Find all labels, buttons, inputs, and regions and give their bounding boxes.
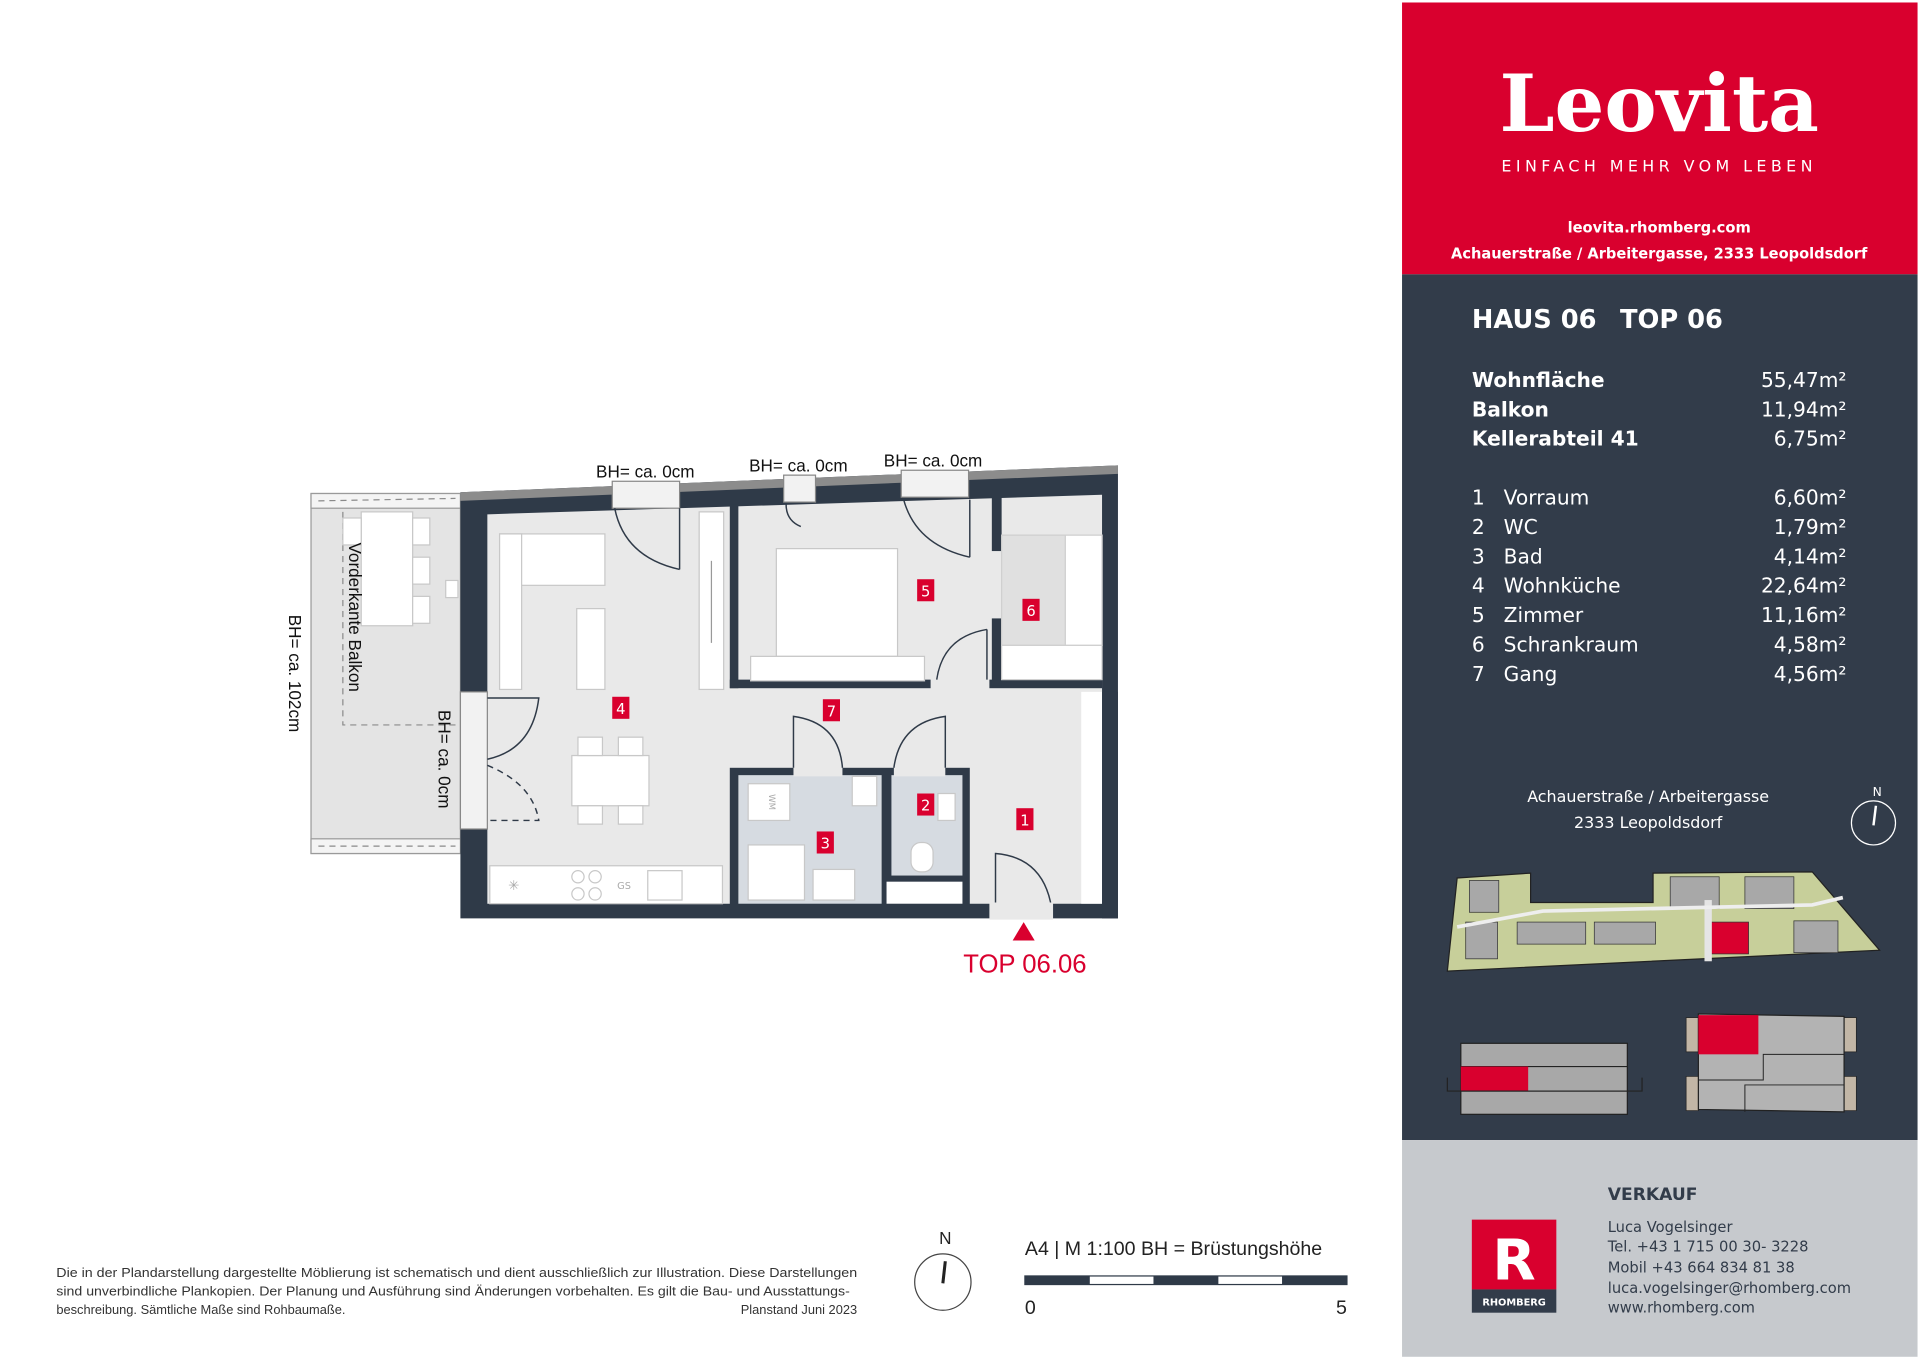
furniture: ✳ GS WM	[489, 511, 956, 905]
svg-text:4: 4	[1472, 574, 1485, 598]
svg-text:✳: ✳	[508, 879, 519, 894]
balcony-railing-label: BH= ca. 102cm	[285, 615, 305, 733]
haus-title: HAUS 06	[1472, 305, 1597, 335]
svg-text:5: 5	[1336, 1297, 1347, 1319]
svg-text:11,16m²: 11,16m²	[1761, 603, 1847, 627]
leovita-logo: Leovita	[1499, 58, 1818, 150]
svg-text:sind unverbindliche Plankopien: sind unverbindliche Plankopien. Der Plan…	[56, 1284, 849, 1299]
disclaimer: Die in der Plandarstellung dargestellte …	[56, 1265, 857, 1317]
room-label-3: 3	[816, 831, 834, 854]
svg-text:WC: WC	[1504, 515, 1538, 539]
floor-plan: ✳ GS WM 4 5	[285, 451, 1118, 978]
svg-text:RHOMBERG: RHOMBERG	[1482, 1297, 1545, 1308]
entrance-label: TOP 06.06	[963, 950, 1086, 978]
svg-text:22,64m²: 22,64m²	[1761, 574, 1847, 598]
svg-text:Balkon: Balkon	[1472, 397, 1549, 421]
site-plan-map	[1446, 871, 1881, 972]
windows	[459, 469, 970, 830]
site-address-line1: Achauerstraße / Arbeitergasse	[1527, 787, 1769, 806]
svg-text:5: 5	[921, 583, 930, 600]
svg-text:5: 5	[1472, 603, 1485, 627]
svg-text:7: 7	[1472, 662, 1485, 686]
contact-name: Luca Vogelsinger	[1608, 1219, 1734, 1236]
scale-bar: A4 | M 1:100 BH = Brüstungshöhe 0 5	[1024, 1238, 1348, 1319]
building-section-diagram	[1446, 1042, 1643, 1115]
svg-text:11,94m²: 11,94m²	[1761, 397, 1847, 421]
svg-text:1: 1	[1472, 486, 1485, 510]
room-label-6: 6	[1022, 598, 1040, 621]
window-sill-label: BH= ca. 0cm	[884, 451, 983, 471]
balcony-edge-label: Vorderkante Balkon	[345, 542, 365, 691]
contact-website[interactable]: www.rhomberg.com	[1608, 1300, 1755, 1317]
svg-text:4,14m²: 4,14m²	[1774, 544, 1847, 568]
contact-email[interactable]: luca.vogelsinger@rhomberg.com	[1608, 1280, 1851, 1297]
room-label-5: 5	[917, 579, 935, 602]
brand-tagline: EINFACH MEHR VOM LEBEN	[1501, 156, 1817, 175]
svg-text:Zimmer: Zimmer	[1504, 603, 1584, 627]
svg-text:7: 7	[827, 703, 836, 720]
svg-text:3: 3	[821, 836, 830, 853]
svg-text:2: 2	[1472, 515, 1485, 539]
site-north-arrow-icon: N	[1850, 785, 1897, 846]
svg-text:Wohnfläche: Wohnfläche	[1472, 368, 1605, 392]
svg-text:6: 6	[1472, 632, 1485, 656]
svg-text:Gang: Gang	[1504, 662, 1558, 686]
window-sill-label: BH= ca. 0cm	[596, 462, 695, 482]
entrance-arrow-icon	[1012, 922, 1035, 941]
svg-text:6,75m²: 6,75m²	[1774, 427, 1847, 451]
svg-text:6,60m²: 6,60m²	[1774, 486, 1847, 510]
svg-text:R: R	[1492, 1229, 1535, 1294]
svg-text:Schrankraum: Schrankraum	[1504, 632, 1639, 656]
room-list: 1 Vorraum 6,60m² 2 WC 1,79m² 3 Bad 4,14m² 4 Woh…	[1472, 486, 1847, 686]
svg-text:A4 | M 1:100 BH = Brüstungsh: A4 | M 1:100 BH = Brüstungshöhe	[1025, 1238, 1322, 1260]
contact-phone[interactable]: Tel. +43 1 715 00 30- 3228	[1607, 1238, 1809, 1255]
selected-building	[1706, 921, 1749, 955]
rhomberg-logo: R RHOMBERG	[1471, 1219, 1557, 1313]
top-title: TOP 06	[1620, 305, 1723, 335]
svg-text:N: N	[939, 1228, 951, 1248]
svg-text:Kellerabteil 41: Kellerabteil 41	[1472, 427, 1639, 451]
washing-machine-label: WM	[766, 794, 776, 810]
svg-text:N: N	[1873, 785, 1882, 799]
svg-text:Die in der Plandarstellung dar: Die in der Plandarstellung dargestellte …	[56, 1265, 857, 1280]
door-swings	[487, 499, 1052, 903]
project-address: Achauerstraße / Arbeitergasse, 2333 Leop…	[1451, 245, 1868, 262]
svg-text:4,56m²: 4,56m²	[1774, 662, 1847, 686]
svg-text:3: 3	[1472, 544, 1485, 568]
room-label-1: 1	[1016, 808, 1034, 831]
sales-contact: Luca Vogelsinger Tel. +43 1 715 00 30- 3…	[1607, 1219, 1851, 1317]
svg-text:0: 0	[1025, 1297, 1036, 1319]
svg-text:4: 4	[616, 701, 625, 718]
room-label-7: 7	[822, 699, 840, 722]
north-arrow-icon: N	[914, 1228, 972, 1311]
window-sill-label: BH= ca. 0cm	[749, 455, 848, 475]
contact-mobile[interactable]: Mobil +43 664 834 81 38	[1608, 1259, 1795, 1276]
unit-info-panel	[1402, 274, 1918, 1141]
svg-text:55,47m²: 55,47m²	[1761, 368, 1847, 392]
dishwasher-label: GS	[617, 881, 631, 892]
balcony-door-sill-label: BH= ca. 0cm	[434, 710, 454, 809]
svg-text:Wohnküche: Wohnküche	[1504, 574, 1621, 598]
area-summary: Wohnfläche 55,47m² Balkon 11,94m² Kellerab…	[1472, 368, 1847, 451]
room-label-2: 2	[917, 793, 935, 816]
svg-text:1,79m²: 1,79m²	[1774, 515, 1847, 539]
sales-heading: VERKAUF	[1608, 1185, 1698, 1205]
website-link[interactable]: leovita.rhomberg.com	[1568, 220, 1751, 237]
plan-date: Planstand Juni 2023	[741, 1302, 857, 1317]
svg-text:beschreibung. Sämtliche Maße s: beschreibung. Sämtliche Maße sind Rohbau…	[56, 1302, 345, 1317]
brand-header	[1402, 2, 1918, 275]
svg-text:Vorraum: Vorraum	[1504, 486, 1590, 510]
svg-text:Bad: Bad	[1504, 544, 1543, 568]
floor-layout-diagram	[1685, 1013, 1857, 1113]
svg-text:4,58m²: 4,58m²	[1774, 632, 1847, 656]
svg-text:1: 1	[1020, 812, 1029, 829]
balcony	[310, 492, 462, 855]
site-address-line2: 2333 Leopoldsdorf	[1574, 813, 1723, 832]
svg-text:6: 6	[1026, 603, 1035, 620]
room-label-4: 4	[612, 696, 630, 719]
svg-text:2: 2	[921, 798, 930, 815]
